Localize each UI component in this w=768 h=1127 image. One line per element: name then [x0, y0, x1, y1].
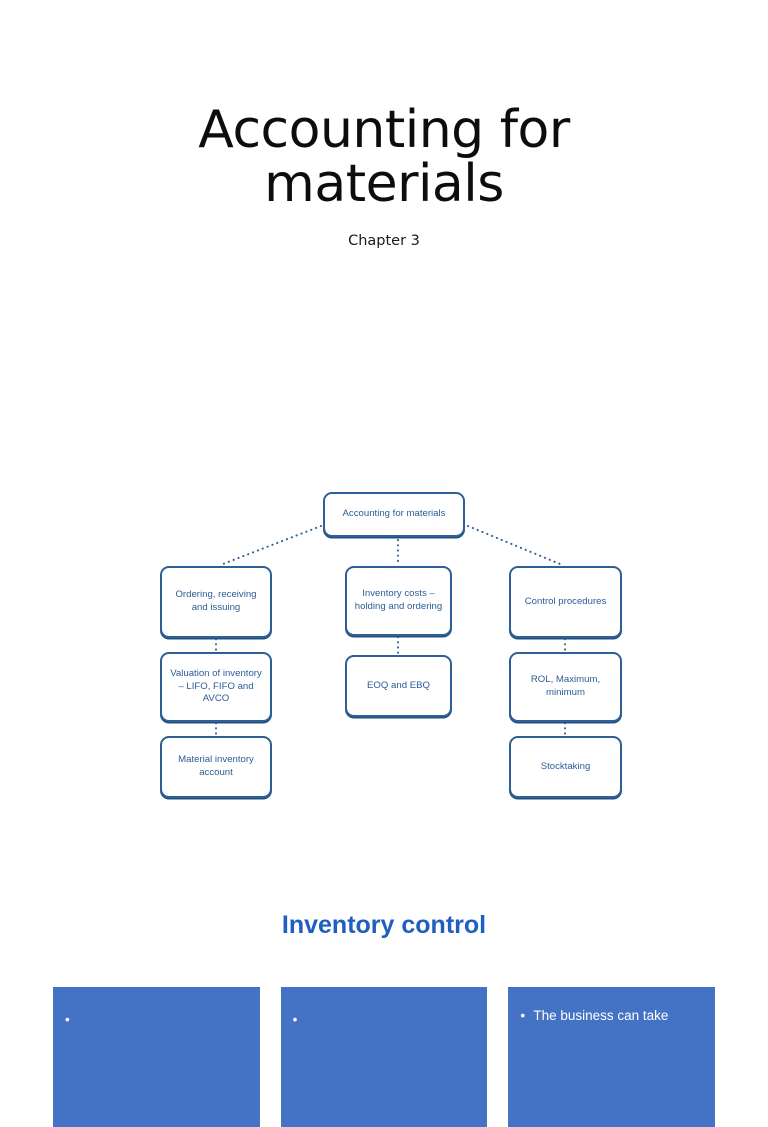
card-row: The business can take: [53, 987, 716, 1127]
connector-root-to-ordering: [222, 525, 322, 565]
card-3: The business can take: [508, 987, 716, 1127]
diagram-node-inventory-costs[interactable]: Inventory costs – holding and ordering: [345, 566, 452, 636]
diagram-node-stocktaking[interactable]: Stocktaking: [509, 736, 622, 798]
card-1: [53, 987, 260, 1127]
diagram-node-valuation[interactable]: Valuation of inventory – LIFO, FIFO and …: [160, 652, 272, 722]
card-3-bullet-0: The business can take: [520, 1007, 703, 1025]
diagram-node-eoq-ebq-label: EOQ and EBQ: [367, 679, 430, 691]
page-subtitle: Chapter 3: [348, 233, 420, 250]
diagram-node-rol-maximum-minimum-label: ROL, Maximum, minimum: [530, 674, 601, 698]
title-block: Accounting for materials Chapter 3: [0, 100, 768, 250]
diagram-node-root-label: Accounting for materials: [342, 508, 446, 520]
diagram-node-material-inventory-account[interactable]: Material inventory account: [160, 736, 272, 798]
diagram-node-ordering-label: Ordering, receiving and issuing: [175, 589, 257, 613]
diagram-node-material-inventory-account-label: Material inventory account: [178, 754, 254, 778]
page-title: Accounting for materials: [198, 100, 570, 214]
diagram-node-inventory-costs-label: Inventory costs – holding and ordering: [354, 588, 443, 612]
connector-root-to-control: [467, 525, 561, 565]
diagram-node-stocktaking-label: Stocktaking: [540, 760, 591, 772]
accounting-for-materials-diagram: Accounting for materials Ordering, recei…: [140, 480, 640, 820]
diagram-node-control-procedures[interactable]: Control procedures: [509, 566, 622, 638]
diagram-node-root[interactable]: Accounting for materials: [323, 492, 465, 537]
diagram-node-rol-maximum-minimum[interactable]: ROL, Maximum, minimum: [509, 652, 622, 722]
diagram-node-valuation-label: Valuation of inventory – LIFO, FIFO and …: [170, 668, 262, 705]
diagram-node-eoq-ebq[interactable]: EOQ and EBQ: [345, 655, 452, 717]
card-2: [280, 987, 488, 1127]
diagram-node-control-procedures-label: Control procedures: [524, 595, 607, 607]
diagram-node-ordering[interactable]: Ordering, receiving and issuing: [160, 566, 272, 638]
section-heading-inventory-control: Inventory control: [281, 911, 487, 939]
card-3-bullet-list: The business can take: [520, 1007, 703, 1025]
